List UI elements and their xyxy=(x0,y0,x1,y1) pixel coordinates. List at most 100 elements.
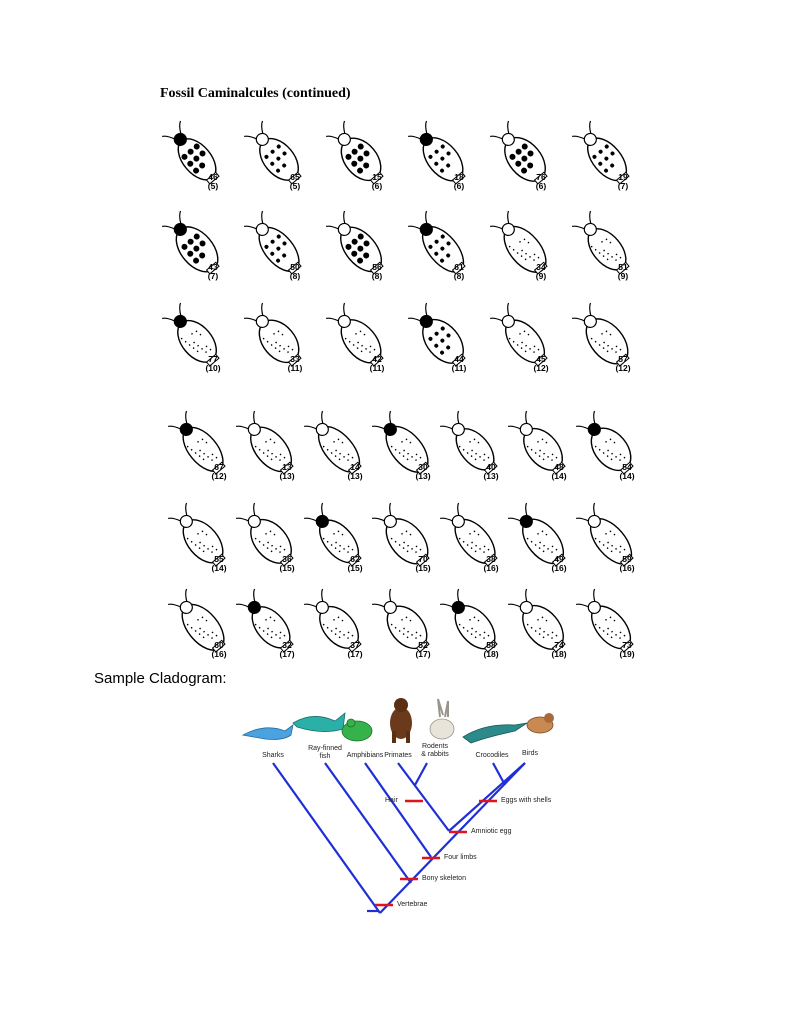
caminalcule-specimen: 73(19) xyxy=(572,583,650,665)
specimen-number: 46 xyxy=(208,172,218,182)
specimen-generation: (11) xyxy=(287,363,303,373)
specimen-label: 67(12) xyxy=(208,463,230,481)
crocodile-icon xyxy=(462,722,528,744)
specimen-number: 59 xyxy=(622,554,632,564)
shark-icon xyxy=(241,724,294,740)
specimen-number: 34 xyxy=(536,262,546,272)
specimen-number: 13 xyxy=(282,462,292,472)
trait-label-amniotic-egg: Amniotic egg xyxy=(471,828,512,835)
specimen-label: 55(14) xyxy=(208,555,230,573)
specimen-generation: (9) xyxy=(617,271,629,281)
caminalcule-specimen: 76(6) xyxy=(486,115,564,197)
specimen-number: 62 xyxy=(350,554,360,564)
specimen-number: 42 xyxy=(372,354,382,364)
specimen-number: 61 xyxy=(454,262,464,272)
caminalcule-drawing xyxy=(571,302,630,367)
caminalcule-drawing xyxy=(507,502,566,567)
specimen-generation: (16) xyxy=(483,563,499,573)
taxon-label-sharks: Sharks xyxy=(262,752,284,759)
caminalcule-specimen: 56(8) xyxy=(322,205,400,287)
caminalcule-drawing xyxy=(303,410,362,475)
main-stem xyxy=(379,762,526,914)
caminalcule-specimen: 50(8) xyxy=(240,205,318,287)
caminalcule-specimen: 70(15) xyxy=(368,497,446,579)
sample-cladogram-caption: Sample Cladogram: xyxy=(94,670,227,687)
specimen-label: 49(16) xyxy=(548,555,570,573)
caminalcule-specimen: 48(14) xyxy=(504,405,582,487)
caminalcule-drawing xyxy=(407,302,466,367)
fish-icon xyxy=(292,712,346,732)
specimen-number: 48 xyxy=(554,462,564,472)
specimen-generation: (8) xyxy=(453,271,465,281)
caminalcule-drawing xyxy=(325,210,384,275)
specimen-label: 48(14) xyxy=(548,463,570,481)
specimen-number: 45 xyxy=(536,354,546,364)
caminalcule-specimen: 33(11) xyxy=(240,297,318,379)
specimen-generation: (8) xyxy=(289,271,301,281)
trait-label-hair: Hair xyxy=(385,797,398,804)
caminalcule-drawing xyxy=(161,210,220,275)
branch-ray-finned-fish xyxy=(324,762,412,884)
specimen-label: 33(11) xyxy=(284,355,306,373)
specimen-number: 33 xyxy=(290,354,300,364)
caminalcule-drawing xyxy=(575,588,634,653)
specimen-generation: (19) xyxy=(619,649,635,659)
caminalcule-specimen: 37(17) xyxy=(300,583,378,665)
caminalcule-drawing xyxy=(325,120,384,185)
caminalcule-drawing xyxy=(439,588,498,653)
specimen-label: 44(11) xyxy=(448,355,470,373)
caminalcule-drawing xyxy=(161,120,220,185)
caminalcule-specimen: 19(7) xyxy=(568,115,646,197)
specimen-number: 65 xyxy=(290,172,300,182)
specimen-number: 70 xyxy=(418,554,428,564)
caminalcule-drawing xyxy=(407,210,466,275)
trait-label-four-limbs: Four limbs xyxy=(444,854,477,861)
specimen-generation: (13) xyxy=(347,471,363,481)
specimen-generation: (18) xyxy=(483,649,499,659)
caminalcule-specimen: 60(16) xyxy=(164,583,242,665)
trait-label-eggs-with-shells: Eggs with shells xyxy=(501,797,552,804)
caminalcule-specimen: 38(16) xyxy=(436,497,514,579)
cladogram-diagram xyxy=(241,698,554,914)
specimen-number: 50 xyxy=(290,262,300,272)
caminalcule-drawing xyxy=(507,588,566,653)
specimen-number: 37 xyxy=(350,640,360,650)
caminalcule-specimen: 32(17) xyxy=(232,583,310,665)
specimen-label: 34(9) xyxy=(530,263,552,281)
caminalcule-specimen: 61(8) xyxy=(404,205,482,287)
caminalcule-specimen: 15(6) xyxy=(322,115,400,197)
specimen-number: 73 xyxy=(622,640,632,650)
specimen-label: 54(14) xyxy=(616,463,638,481)
specimen-number: 19 xyxy=(618,172,628,182)
caminalcule-drawing xyxy=(439,502,498,567)
caminalcule-specimen: 77(10) xyxy=(158,297,236,379)
specimen-label: 37(17) xyxy=(344,641,366,659)
caminalcule-specimen: 65(5) xyxy=(240,115,318,197)
caminalcule-drawing xyxy=(325,302,384,367)
branch-rodents xyxy=(414,762,428,786)
specimen-label: 59(16) xyxy=(616,555,638,573)
specimen-label: 61(8) xyxy=(448,263,470,281)
specimen-generation: (17) xyxy=(347,649,363,659)
caminalcule-drawing xyxy=(235,588,294,653)
specimen-label: 51(9) xyxy=(612,263,634,281)
sample-cladogram: Sharks Ray-finned fish Amphibians Primat… xyxy=(235,695,565,920)
caminalcule-specimen-grid: 46(5)65(5)15(6)18(6)76(6)19(7)43(7)50(8)… xyxy=(150,115,650,659)
specimen-generation: (9) xyxy=(535,271,547,281)
specimen-number: 38 xyxy=(486,554,496,564)
caminalcule-drawing xyxy=(575,410,634,475)
specimen-number: 15 xyxy=(372,172,382,182)
caminalcule-drawing xyxy=(489,210,548,275)
specimen-generation: (6) xyxy=(371,181,383,191)
specimen-number: 43 xyxy=(208,262,218,272)
specimen-generation: (11) xyxy=(451,363,467,373)
caminalcule-specimen: 46(5) xyxy=(158,115,236,197)
specimen-label: 50(8) xyxy=(284,263,306,281)
specimen-generation: (15) xyxy=(415,563,431,573)
specimen-number: 18 xyxy=(454,172,464,182)
cladogram-branches xyxy=(272,762,526,914)
specimen-label: 56(8) xyxy=(366,263,388,281)
caminalcule-drawing xyxy=(167,588,226,653)
specimen-generation: (17) xyxy=(279,649,295,659)
primate-icon xyxy=(390,698,412,743)
